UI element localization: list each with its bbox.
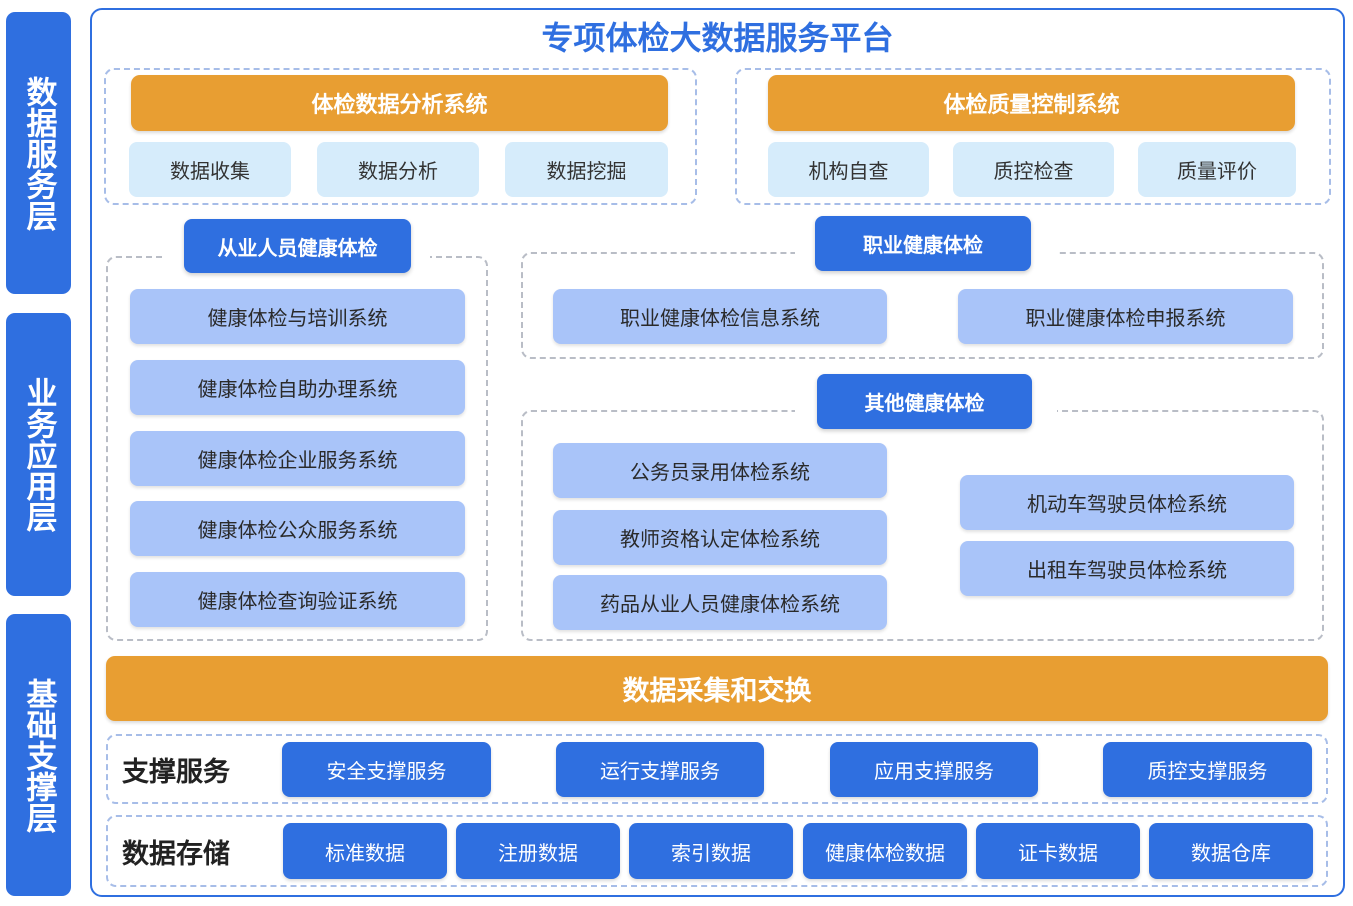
- support-item-application[interactable]: 应用支撑服务: [830, 742, 1038, 797]
- other-item-civil-servant[interactable]: 公务员录用体检系统: [553, 443, 887, 498]
- layer-foundation: 基础支撑层: [6, 614, 71, 896]
- practitioner-title: 从业人员健康体检: [184, 219, 411, 273]
- analysis-item-analyze[interactable]: 数据分析: [317, 142, 479, 197]
- other-title: 其他健康体检: [817, 374, 1032, 429]
- storage-item-warehouse[interactable]: 数据仓库: [1149, 823, 1313, 879]
- analysis-system-group: [104, 68, 697, 205]
- quality-system-title: 体检质量控制系统: [768, 75, 1295, 131]
- analysis-item-collect[interactable]: 数据收集: [129, 142, 291, 197]
- practitioner-item-self-service[interactable]: 健康体检自助办理系统: [130, 360, 465, 415]
- practitioner-item-training[interactable]: 健康体检与培训系统: [130, 289, 465, 344]
- other-item-motor-driver[interactable]: 机动车驾驶员体检系统: [960, 475, 1294, 530]
- storage-label: 数据存储: [122, 838, 230, 870]
- support-label: 支撑服务: [122, 756, 230, 788]
- analysis-system-title: 体检数据分析系统: [131, 75, 668, 131]
- support-row: [106, 734, 1328, 804]
- quality-item-qc-check[interactable]: 质控检查: [953, 142, 1114, 197]
- platform-frame: [90, 8, 1345, 897]
- quality-item-self-check[interactable]: 机构自查: [768, 142, 929, 197]
- analysis-item-mining[interactable]: 数据挖掘: [505, 142, 668, 197]
- storage-item-certificate[interactable]: 证卡数据: [976, 823, 1140, 879]
- practitioner-item-enterprise[interactable]: 健康体检企业服务系统: [130, 431, 465, 486]
- layer-business: 业务应用层: [6, 313, 71, 596]
- storage-item-index[interactable]: 索引数据: [629, 823, 793, 879]
- other-item-teacher[interactable]: 教师资格认定体检系统: [553, 510, 887, 565]
- quality-system-group: [735, 68, 1331, 205]
- occupational-title: 职业健康体检: [815, 216, 1031, 271]
- storage-item-registration[interactable]: 注册数据: [456, 823, 620, 879]
- support-item-security[interactable]: 安全支撑服务: [282, 742, 491, 797]
- other-item-taxi-driver[interactable]: 出租车驾驶员体检系统: [960, 541, 1294, 596]
- platform-title: 专项体检大数据服务平台: [541, 19, 894, 57]
- storage-row: [106, 815, 1328, 887]
- occupational-item-declare[interactable]: 职业健康体检申报系统: [958, 289, 1293, 344]
- practitioner-item-verification[interactable]: 健康体检查询验证系统: [130, 572, 465, 627]
- storage-item-standard[interactable]: 标准数据: [283, 823, 447, 879]
- storage-item-health-exam[interactable]: 健康体检数据: [803, 823, 967, 879]
- layer-data-service: 数据服务层: [6, 12, 71, 294]
- support-item-operation[interactable]: 运行支撑服务: [556, 742, 764, 797]
- occupational-item-info[interactable]: 职业健康体检信息系统: [553, 289, 887, 344]
- practitioner-item-public[interactable]: 健康体检公众服务系统: [130, 501, 465, 556]
- support-item-qc[interactable]: 质控支撑服务: [1103, 742, 1312, 797]
- exchange-bar: 数据采集和交换: [106, 656, 1328, 721]
- quality-item-evaluation[interactable]: 质量评价: [1138, 142, 1296, 197]
- other-item-pharma[interactable]: 药品从业人员健康体检系统: [553, 575, 887, 630]
